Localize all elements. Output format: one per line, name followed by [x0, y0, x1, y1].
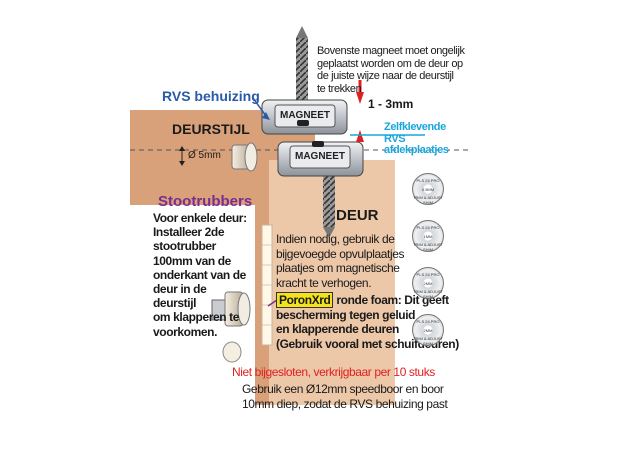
not-included-label: Niet bijgesloten, verkrijgbaar per 10 st… [232, 365, 435, 379]
shim-washer: PLS 24 PRO 2MM TRIM & ADJUST SHIM [412, 267, 444, 299]
poron-line: (Gebruik vooral met schuifdeuren) [276, 336, 459, 351]
shim-bottom-text: TRIM & ADJUST SHIM [413, 289, 444, 299]
shim-thickness: 2MM [423, 328, 433, 333]
drill-line: Gebruik een Ø12mm speedboor en boor [242, 382, 444, 396]
shim-line: kracht te verhogen. [276, 275, 372, 290]
stoot-line: om klapperen te [153, 310, 240, 325]
adhesive-label: Zelfklevende RVS afdekplaatjes [384, 121, 449, 157]
shim-text: Indien nodig, gebruik de bijgevoegde opv… [276, 232, 405, 290]
top-note-line: te trekken [317, 82, 362, 95]
bottom-screw [323, 175, 335, 227]
drill-line: 10mm diep, zodat de RVS behuizing past [242, 397, 448, 411]
top-note-line: Bovenste magneet moet ongelijk [317, 45, 465, 57]
lower-bumper [211, 291, 251, 327]
magnet-top-label: MAGNEET [280, 110, 330, 121]
shim-washer: PLS 24 PRO 1MM TRIM & ADJUST SHIM [412, 220, 444, 252]
adhesive-line: RVS [384, 132, 406, 145]
drill-text: Gebruik een Ø12mm speedboor en boor 10mm… [242, 382, 448, 412]
top-note-line: geplaatst worden om de deur op [317, 57, 463, 70]
shim-top-text: PLS 24 PRO [416, 319, 440, 324]
top-note: Bovenste magneet moet ongelijk geplaatst… [317, 45, 465, 95]
rvs-housing-label: RVS behuizing [162, 88, 260, 104]
frame-bumper [231, 142, 258, 172]
diameter-label: Ø 5mm [188, 150, 221, 161]
shim-top-text: PLS 24 PRO [416, 225, 440, 230]
door-label: DEUR [336, 207, 379, 224]
shim-thickness: 2MM [423, 281, 433, 286]
top-note-line: de juiste wijze naar de deurstijl [317, 70, 454, 82]
shim-bottom-text: TRIM & ADJUST SHIM [413, 242, 444, 252]
gap-arrow-down [356, 92, 364, 104]
stoot-line: Voor enkele deur: [153, 211, 247, 225]
shim-line: Indien nodig, gebruik de [276, 232, 395, 246]
gap-label: 1 - 3mm [368, 97, 414, 111]
shim-bottom-text: TRIM & ADJUST SHIM [413, 195, 444, 205]
magnet-bottom-label: MAGNEET [295, 151, 345, 162]
stootrubber-title: Stootrubbers [158, 193, 253, 210]
poron-line: bescherming tegen geluid [276, 307, 416, 322]
stoot-line: 100mm van de [153, 253, 231, 268]
shim-top-text: PLS 24 PRO [416, 178, 440, 183]
shim-line: plaatjes om magnetische [276, 261, 400, 275]
shim-line: bijgevoegde opvulplaatjes [276, 246, 405, 261]
stootrubber-text: Voor enkele deur: Installeer 2de stootru… [153, 211, 247, 339]
shim-bottom-text: TRIM & ADJUST SHIM [413, 336, 444, 346]
adhesive-line: Zelfklevende [384, 121, 446, 133]
stoot-line: deur in de [153, 282, 207, 297]
shim-washer: PLS 24 PRO 2MM TRIM & ADJUST SHIM [412, 314, 444, 346]
doorframe-label: DEURSTIJL [172, 121, 250, 137]
shim-thickness: 1MM [423, 234, 433, 239]
shim-top-text: PLS 24 PRO [416, 272, 440, 277]
stoot-line: stootrubber [153, 239, 216, 254]
shim-column: PLS 24 PRO 0.5MM TRIM & ADJUST SHIM PLS … [412, 173, 444, 346]
shim-thickness: 0.5MM [421, 187, 435, 192]
stoot-line: onderkant van de [153, 267, 246, 282]
gap-arrow-up [356, 130, 364, 142]
stoot-line: Installeer 2de [153, 225, 225, 240]
poron-brand-label: PoronXrd [276, 292, 334, 308]
top-screw [296, 38, 308, 108]
poron-foam [222, 341, 242, 363]
stoot-line: voorkomen. [153, 324, 218, 339]
shim-washer: PLS 24 PRO 0.5MM TRIM & ADJUST SHIM [412, 173, 444, 205]
adhesive-line: afdekplaatjes [384, 144, 449, 156]
poron-line: en klapperende deuren [276, 322, 399, 336]
stoot-line: deurstijl [153, 296, 197, 311]
